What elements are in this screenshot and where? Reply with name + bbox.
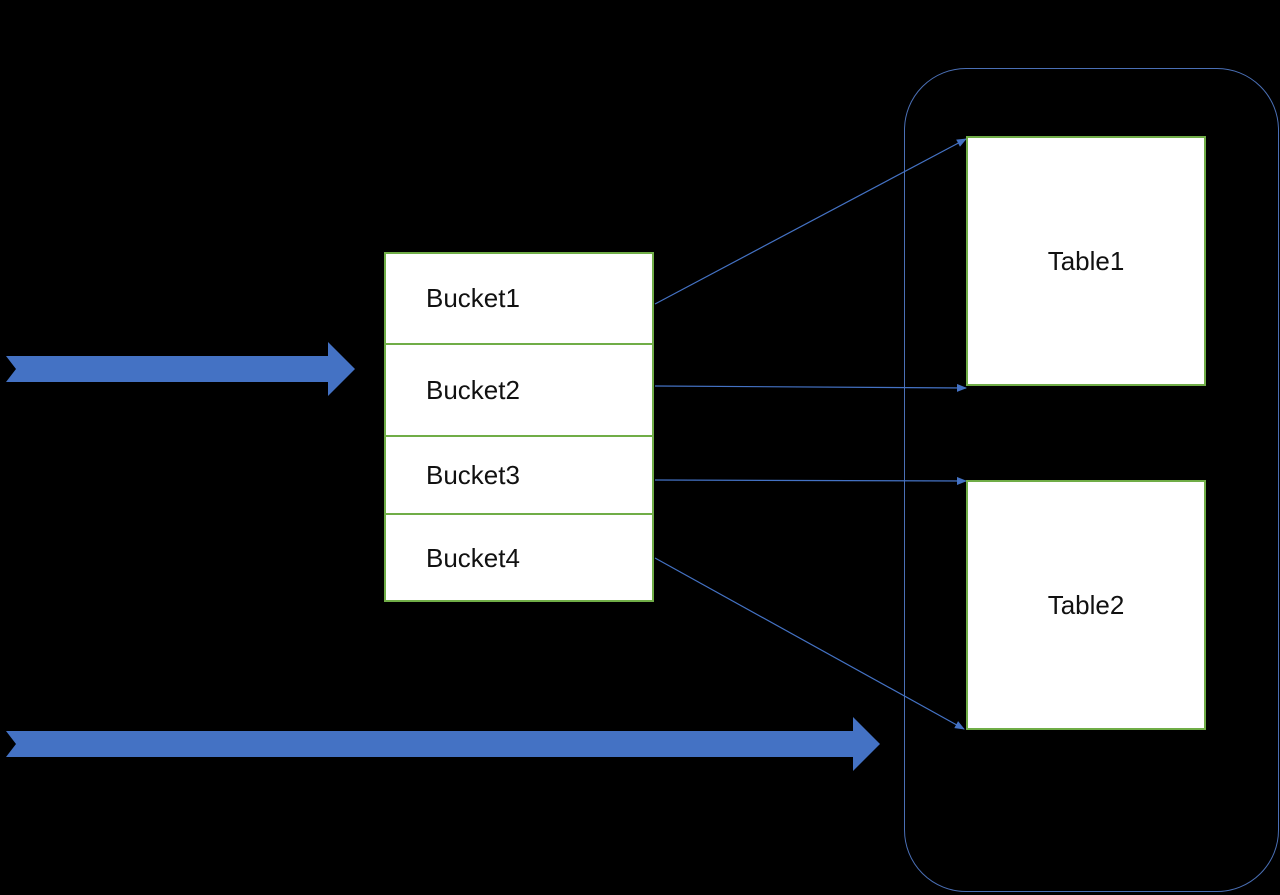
table-label: Table1 — [1047, 245, 1125, 276]
bucket-label: Bucket4 — [426, 543, 520, 573]
connector-bucket1-table1 — [654, 138, 967, 305]
bucket-1: Bucket1 — [386, 254, 652, 343]
target-container — [904, 68, 1279, 892]
bucket-3: Bucket3 — [386, 435, 652, 513]
bucket-stack: Bucket1 Bucket2 Bucket3 Bucket4 — [384, 252, 654, 602]
table-1-box: Table1 — [966, 136, 1206, 386]
connector-bucket2-table1 — [654, 383, 967, 392]
table-label: Table2 — [1047, 589, 1125, 620]
bypass-block-arrow — [6, 717, 880, 771]
connector-bucket3-table2 — [654, 476, 967, 485]
table-2-box: Table2 — [966, 480, 1206, 730]
bucket-label: Bucket2 — [426, 374, 520, 405]
bucket-2: Bucket2 — [386, 343, 652, 435]
input-block-arrow — [6, 342, 355, 396]
bucket-label: Bucket1 — [426, 283, 520, 313]
connector-bucket4-table2 — [654, 557, 965, 730]
bucket-label: Bucket3 — [426, 459, 520, 490]
bucket-4: Bucket4 — [386, 513, 652, 602]
